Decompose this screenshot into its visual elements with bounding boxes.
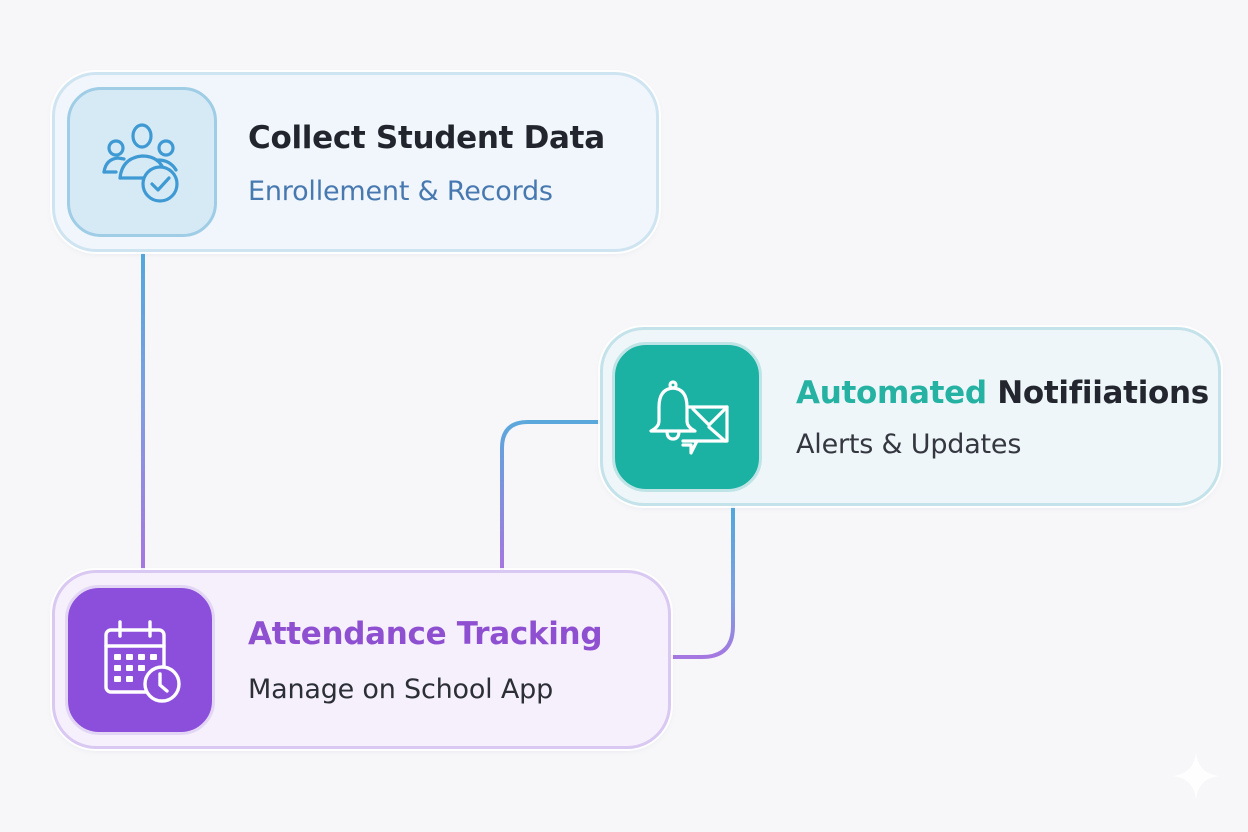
attend-icon-box [65,585,215,735]
node-title-accent: Automated [796,375,987,411]
notify-icon-box [612,342,762,492]
node-subtitle: Manage on School App [248,674,554,705]
node-title-rest: Notifiiations [986,375,1209,411]
node-title: Automated Notifiiations [796,375,1209,411]
node-automated-notifications: Automated Notifiiations Alerts & Updates [600,327,1221,506]
node-title: Attendance Tracking [248,616,603,652]
collect-icon-box [67,87,217,237]
users-check-icon [102,123,179,203]
node-subtitle: Alerts & Updates [796,429,1022,460]
sparkle-icon [1172,752,1220,800]
node-collect-student-data: Collect Student Data Enrollement & Recor… [52,72,659,252]
calendar-clock-icon [104,620,181,703]
connector-notify-to-attend [670,506,735,659]
node-subtitle: Enrollement & Records [248,176,553,207]
connector-attend-to-notify [500,420,604,574]
node-attendance-tracking: Attendance Tracking Manage on School App [52,570,671,749]
node-title: Collect Student Data [248,120,605,156]
bell-mail-icon [649,380,729,455]
